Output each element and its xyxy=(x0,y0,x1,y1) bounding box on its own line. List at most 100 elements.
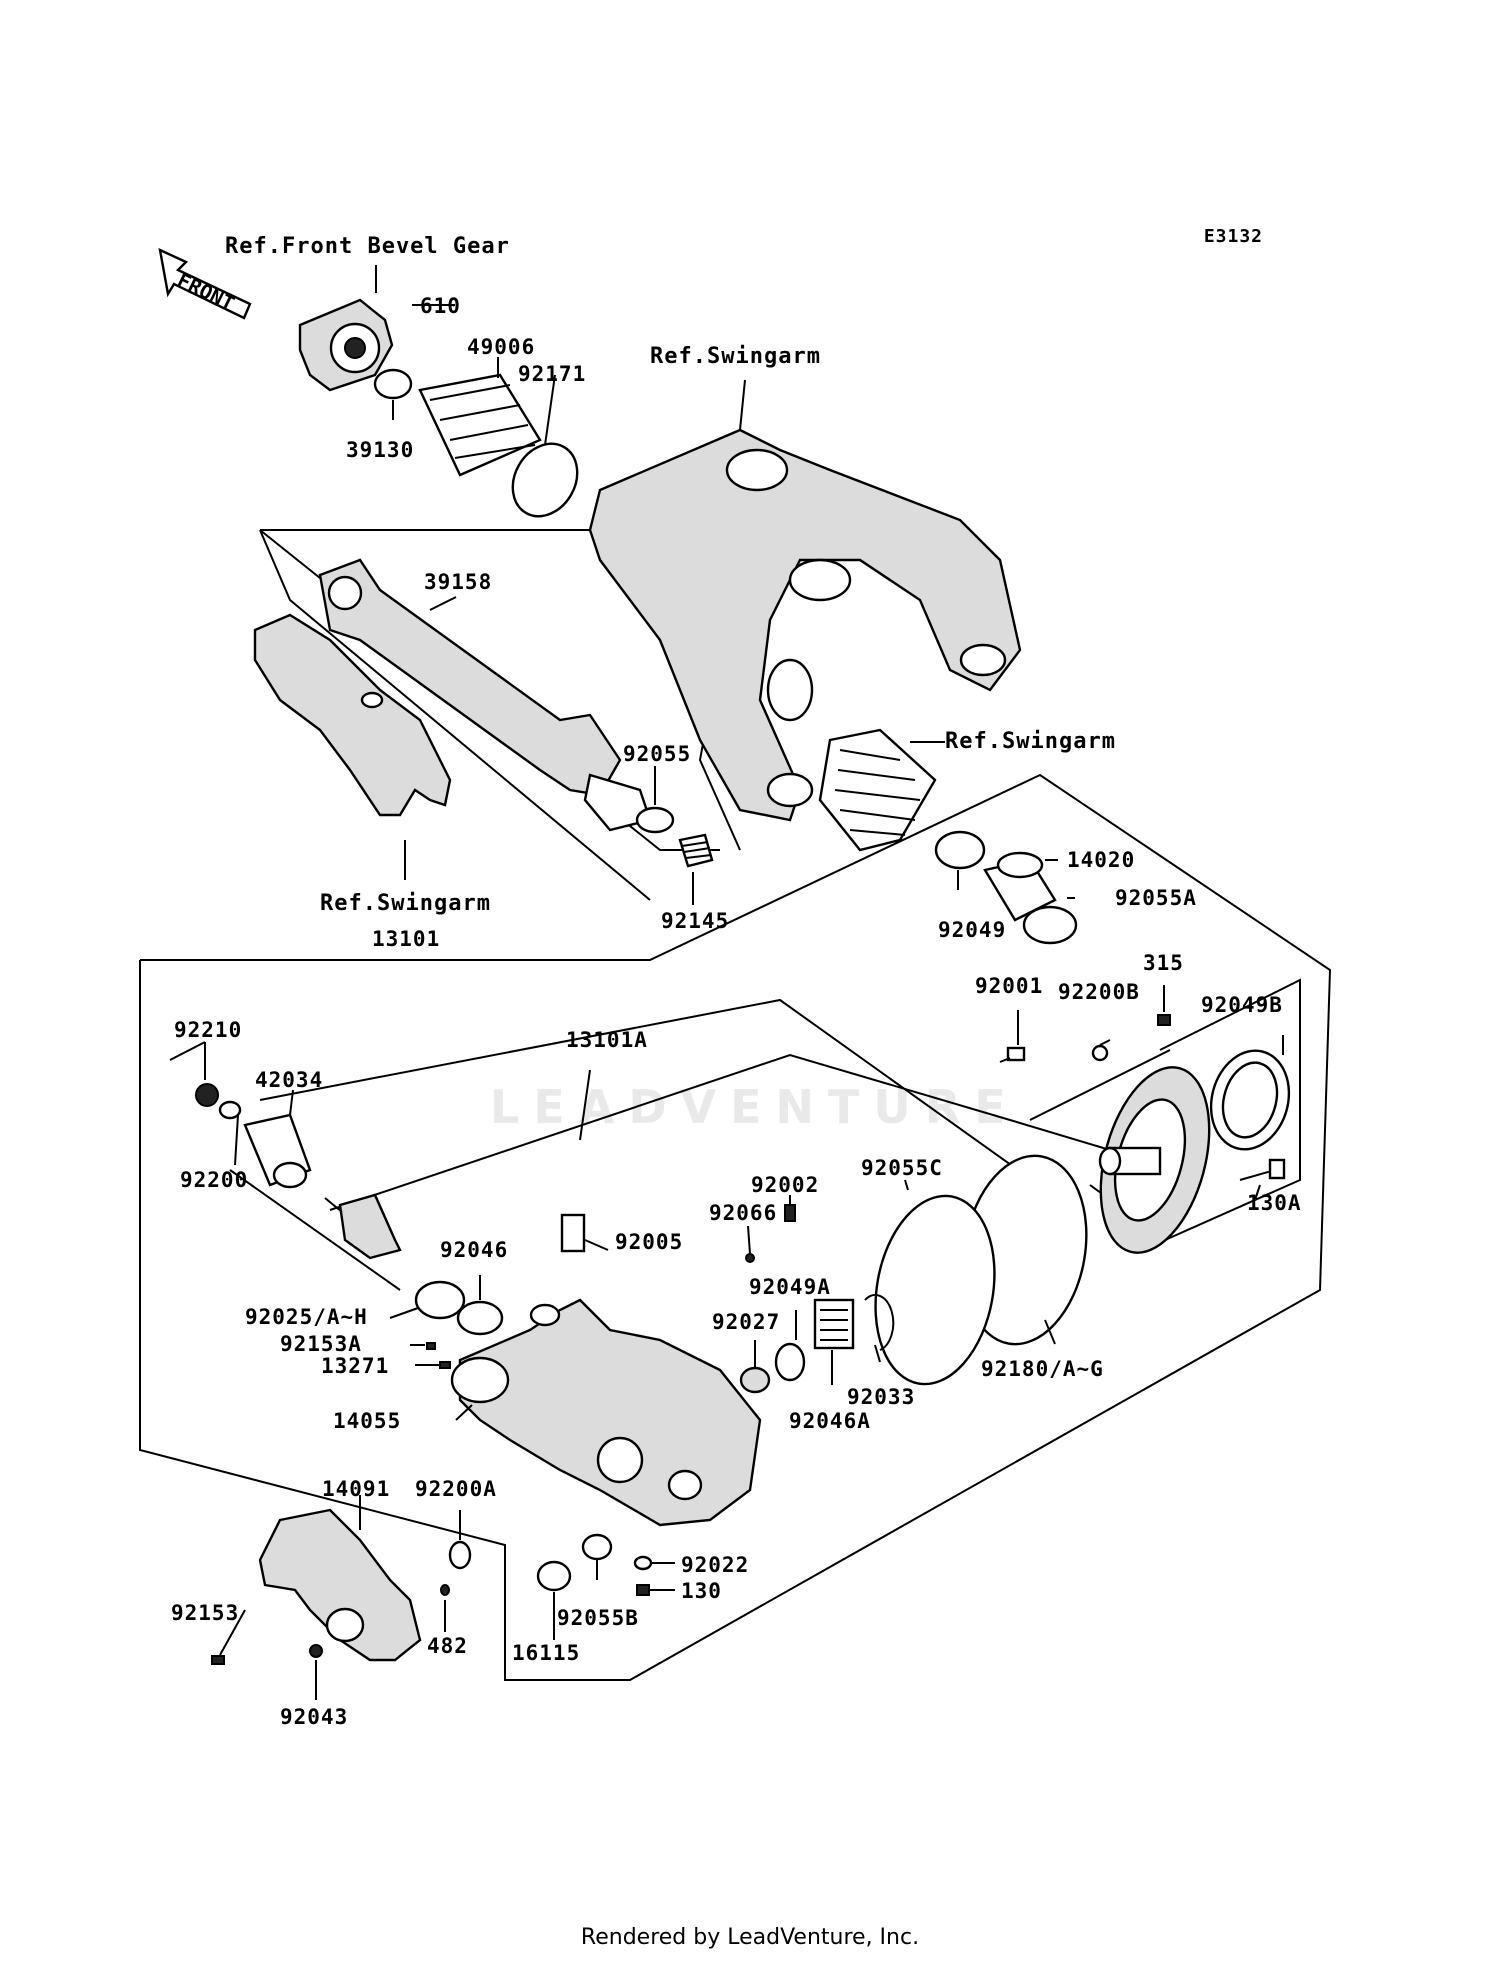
assembly-outline-lines xyxy=(139,529,1332,1681)
part-label-92180[interactable]: 92180/A~G xyxy=(981,1357,1104,1381)
shim-92025 xyxy=(414,1280,466,1320)
oil-seal-92049a xyxy=(774,1342,806,1382)
ref-swingarm-mid: Ref.Swingarm xyxy=(945,729,1116,754)
clamp-band-92171 xyxy=(511,442,579,518)
part-label-92022[interactable]: 92022 xyxy=(681,1553,750,1577)
diagram-code: E3132 xyxy=(1203,226,1263,247)
ref-swingarm-top: Ref.Swingarm xyxy=(650,344,821,369)
cap-16115 xyxy=(536,1560,572,1592)
pin-92005 xyxy=(560,1213,586,1253)
part-label-49006[interactable]: 49006 xyxy=(467,335,536,359)
part-label-315[interactable]: 315 xyxy=(1143,951,1184,975)
rubber-boot-49006 xyxy=(418,373,542,477)
part-label-14055[interactable]: 14055 xyxy=(333,1409,402,1433)
part-label-92171[interactable]: 92171 xyxy=(518,362,587,386)
part-label-14091[interactable]: 14091 xyxy=(322,1477,391,1501)
bolt-130a xyxy=(1239,1158,1286,1181)
front-arrow-icon: FRONT xyxy=(158,247,252,320)
seal-ring-39130 xyxy=(373,368,413,400)
part-label-92055c[interactable]: 92055C xyxy=(861,1156,943,1180)
part-label-92049a[interactable]: 92049A xyxy=(749,1275,831,1299)
part-label-92046[interactable]: 92046 xyxy=(440,1238,509,1262)
part-label-13101[interactable]: 13101 xyxy=(372,927,441,951)
washer-92200a xyxy=(448,1540,472,1570)
bolt-92153a xyxy=(426,1342,436,1350)
part-label-130[interactable]: 130 xyxy=(681,1579,722,1603)
washer-92200 xyxy=(218,1100,242,1120)
footer-credit: Rendered by LeadVenture, Inc. xyxy=(580,1925,920,1950)
clip-482 xyxy=(440,1584,450,1596)
bolt-92001 xyxy=(999,1046,1026,1063)
part-label-92153a[interactable]: 92153A xyxy=(280,1332,362,1356)
washer-92022 xyxy=(633,1555,653,1571)
sleeve-14020 xyxy=(983,851,1057,922)
bolt-130 xyxy=(636,1584,650,1596)
o-ring-92055 xyxy=(635,806,675,834)
bearing-92046a xyxy=(813,1298,855,1350)
front-arrow-label: FRONT xyxy=(174,268,239,316)
part-label-92001[interactable]: 92001 xyxy=(975,974,1044,998)
spring-92145 xyxy=(678,833,714,868)
part-label-39158[interactable]: 39158 xyxy=(424,570,493,594)
swingarm-left xyxy=(253,613,452,817)
part-label-92043[interactable]: 92043 xyxy=(280,1705,349,1729)
o-ring-92055a xyxy=(1022,905,1078,945)
circlip-92033 xyxy=(864,1293,895,1351)
part-label-92145[interactable]: 92145 xyxy=(661,909,730,933)
rubber-boot-swingarm xyxy=(818,728,937,852)
ring-gear-assembly xyxy=(1098,1066,1211,1254)
pinion-gear xyxy=(324,1193,402,1260)
collar-92027 xyxy=(739,1366,771,1394)
part-label-610[interactable]: 610 xyxy=(420,294,461,318)
stud-92002 xyxy=(784,1204,796,1222)
o-ring-92055b xyxy=(581,1533,613,1561)
part-label-39130[interactable]: 39130 xyxy=(346,438,415,462)
part-label-92055[interactable]: 92055 xyxy=(623,742,692,766)
part-label-14020[interactable]: 14020 xyxy=(1067,848,1136,872)
nut-92210 xyxy=(195,1083,219,1107)
part-label-92049b[interactable]: 92049B xyxy=(1201,993,1283,1017)
part-label-130a[interactable]: 130A xyxy=(1247,1191,1302,1215)
part-label-92200[interactable]: 92200 xyxy=(180,1168,249,1192)
part-label-92153[interactable]: 92153 xyxy=(171,1601,240,1625)
part-label-92055a[interactable]: 92055A xyxy=(1115,886,1197,910)
ref-front-bevel-gear: Ref.Front Bevel Gear xyxy=(225,234,510,259)
part-label-92066[interactable]: 92066 xyxy=(709,1201,778,1225)
bolt-92153 xyxy=(211,1655,225,1665)
final-gear-case-14055 xyxy=(450,1298,762,1527)
swingarm-top xyxy=(588,428,1022,822)
part-label-92025[interactable]: 92025/A~H xyxy=(245,1305,368,1329)
oil-seal-92049b-inner xyxy=(1221,1061,1279,1139)
cover-14091 xyxy=(258,1508,422,1662)
part-label-13101a[interactable]: 13101A xyxy=(566,1028,648,1052)
part-label-42034[interactable]: 42034 xyxy=(255,1068,324,1092)
part-label-16115[interactable]: 16115 xyxy=(512,1641,581,1665)
part-label-92200a[interactable]: 92200A xyxy=(415,1477,497,1501)
front-bevel-gear-housing xyxy=(298,298,394,392)
part-label-92200b[interactable]: 92200B xyxy=(1058,980,1140,1004)
part-label-482[interactable]: 482 xyxy=(427,1634,468,1658)
bearing-92046 xyxy=(456,1300,504,1336)
part-label-13271[interactable]: 13271 xyxy=(321,1354,390,1378)
ref-swingarm-left: Ref.Swingarm xyxy=(320,891,491,916)
part-label-92210[interactable]: 92210 xyxy=(174,1018,243,1042)
watermark: LEADVENTURE xyxy=(490,1080,1020,1134)
washer-92200b xyxy=(1091,1044,1109,1062)
pin-92066 xyxy=(745,1253,755,1263)
part-label-92027[interactable]: 92027 xyxy=(712,1310,781,1334)
part-label-92049[interactable]: 92049 xyxy=(938,918,1007,942)
drive-shaft-39158 xyxy=(318,558,652,832)
part-label-92005[interactable]: 92005 xyxy=(615,1230,684,1254)
oil-seal-92049 xyxy=(934,830,986,870)
part-label-92002[interactable]: 92002 xyxy=(751,1173,820,1197)
plate-13271 xyxy=(439,1361,451,1369)
nut-315 xyxy=(1157,1014,1171,1026)
part-label-92033[interactable]: 92033 xyxy=(847,1385,916,1409)
pin-92043 xyxy=(309,1644,323,1658)
part-label-92046a[interactable]: 92046A xyxy=(789,1409,871,1433)
part-label-92055b[interactable]: 92055B xyxy=(557,1606,639,1630)
o-ring-92055c xyxy=(874,1194,996,1386)
leader-lines xyxy=(169,265,1284,1700)
